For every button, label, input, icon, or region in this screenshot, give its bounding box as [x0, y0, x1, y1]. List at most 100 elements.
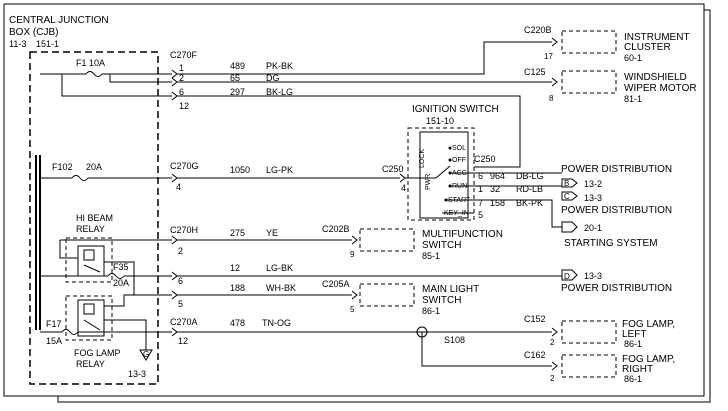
pd3-d-ref: 13-3 [584, 271, 602, 281]
wire-12: 12 LG-BK [177, 263, 562, 277]
main-light-label2: SWITCH [422, 295, 461, 306]
wire-297-circuit: 297 [230, 87, 245, 97]
fuse-f17: F17 15A [40, 319, 178, 346]
fog-right-label2: RIGHT [622, 364, 653, 375]
wire-297-color: BK-LG [266, 87, 293, 97]
power-distribution-1: POWER DISTRIBUTION B 13-2 C 13-3 [561, 164, 672, 203]
wiper-motor-ref: 81-1 [624, 94, 642, 104]
multifunction-label2: SWITCH [422, 240, 461, 251]
wire-964: 6 964 DB-LG [474, 171, 562, 181]
main-light-switch: C205A 5 MAIN LIGHT SWITCH 86-1 [322, 279, 479, 316]
ground-ref: 13-3 [128, 369, 146, 379]
c270f-pin-6: 6 [179, 87, 184, 97]
c270f-label: C270F [170, 50, 198, 60]
cjb-title-line1: CENTRAL JUNCTION [9, 15, 109, 26]
wire-964-circuit: 964 [490, 171, 505, 181]
c270f-pin-12: 12 [179, 101, 189, 111]
c152-label: C152 [524, 314, 546, 324]
c270a-label: C270A [170, 317, 198, 327]
c250-right-label: C250 [474, 154, 496, 164]
ign-pos-sol: SOL [452, 145, 466, 152]
windshield-wiper-motor: C125 8 WINDSHIELD WIPER MOTOR 81-1 [524, 67, 697, 104]
pd3-d-label: D [564, 272, 570, 281]
fog-relay-label2: RELAY [76, 359, 105, 369]
cjb-title-line2: BOX (CJB) [9, 27, 58, 38]
c162-pin: 2 [550, 374, 555, 383]
c250-left-pin: 4 [401, 183, 406, 193]
pd2-label: POWER DISTRIBUTION [561, 205, 672, 216]
wire-158-circuit: 158 [490, 198, 505, 208]
ground-symbol: G 13-3 [128, 349, 153, 379]
splice-label: S108 [444, 335, 465, 345]
fuse-f1-label: F1 10A [76, 58, 105, 68]
multifunction-ref: 85-1 [422, 251, 440, 261]
hi-beam-relay: HI BEAM RELAY [59, 213, 172, 295]
wire-65: 65 DG [177, 73, 552, 83]
power-distribution-3: D 13-3 POWER DISTRIBUTION [561, 269, 672, 294]
multifunction-label1: MULTIFUNCTION [422, 229, 503, 240]
wire-297: 297 BK-LG [177, 87, 521, 168]
ignition-switch-title: IGNITION SWITCH [412, 104, 499, 115]
c270h-pin-5: 5 [178, 299, 183, 309]
pd1-c-ref: 13-3 [584, 193, 602, 203]
wiper-motor-label2: WIPER MOTOR [624, 83, 697, 94]
pd1-b-label: B [564, 179, 569, 188]
wire-1050: 1050 LG-PK C250 4 [177, 164, 406, 193]
instrument-cluster-label2: CLUSTER [624, 42, 671, 53]
page-frame [3, 3, 711, 403]
c202b-label: C202B [322, 224, 350, 234]
wire-964-color: DB-LG [516, 171, 544, 181]
wire-32-color: RD-LB [516, 184, 543, 194]
fuse-f17-label: F17 [46, 319, 62, 329]
wire-1050-color: LG-PK [266, 165, 293, 175]
main-light-label1: MAIN LIGHT [422, 284, 479, 295]
c250-left-label: C250 [382, 164, 404, 174]
cjb-ref-b: 151-1 [36, 39, 59, 49]
c250-pin-5: 5 [478, 210, 483, 220]
c250-pin-1: 1 [478, 184, 483, 194]
ground-label: G [143, 350, 149, 359]
instrument-cluster-label1: INSTRUMENT [624, 32, 690, 43]
wire-32-circuit: 32 [490, 184, 500, 194]
fuse-f102-label: F102 [52, 162, 73, 172]
starting-system-label: STARTING SYSTEM [564, 238, 658, 249]
wire-489-color: PK-BK [266, 61, 293, 71]
connector-c270h: C270H 2 6 5 [170, 225, 198, 309]
c270a-pin: 12 [178, 336, 188, 346]
wire-12-circuit: 12 [230, 263, 240, 273]
fog-relay-label1: FOG LAMP [74, 348, 121, 358]
wire-188-circuit: 188 [230, 283, 245, 293]
wire-65-circuit: 65 [230, 73, 240, 83]
wire-188-color: WH-BK [266, 283, 296, 293]
c220b-pin: 17 [544, 52, 553, 61]
c270f-pin-2: 2 [179, 73, 184, 83]
fog-left-label1: FOG LAMP, [622, 319, 675, 330]
c250-pin-7: 7 [478, 198, 483, 208]
wire-188: 188 WH-BK [177, 283, 352, 296]
cjb-ref-a: 11-3 [9, 39, 26, 49]
c205a-pin: 5 [350, 305, 355, 314]
fog-left-label2: LEFT [622, 329, 646, 340]
fuse-f1: F1 10A [40, 58, 172, 97]
c270f-pin-1: 1 [179, 63, 184, 73]
c250-pin-6: 6 [478, 171, 483, 181]
c270g-label: C270G [170, 161, 199, 171]
wire-32: 1 32 RD-LB [474, 184, 562, 194]
power-distribution-2: POWER DISTRIBUTION 20-1 STARTING SYSTEM [561, 205, 672, 249]
wire-275-color: YE [266, 228, 278, 238]
ign-lock-label: LOCK [419, 149, 426, 168]
ign-pwr-label: PWR [425, 174, 432, 190]
wire-158: 7 158 BK-PK [474, 198, 562, 228]
c202b-pin: 9 [350, 250, 355, 259]
c250-pin5: 5 [478, 210, 483, 220]
fog-left-ref: 86-1 [624, 339, 642, 349]
c270g-pin: 4 [176, 182, 181, 192]
instrument-cluster-ref: 60-1 [624, 53, 642, 63]
connector-c270f: C270F 1 2 6 12 [170, 50, 198, 111]
wire-489: 489 PK-BK [177, 41, 552, 75]
fuse-f102: F102 20A C270G 4 [40, 161, 199, 192]
ign-pos-off: OFF [452, 157, 466, 164]
connector-c270a: C270A 12 [170, 317, 198, 346]
hi-beam-relay-label2: RELAY [76, 224, 105, 234]
